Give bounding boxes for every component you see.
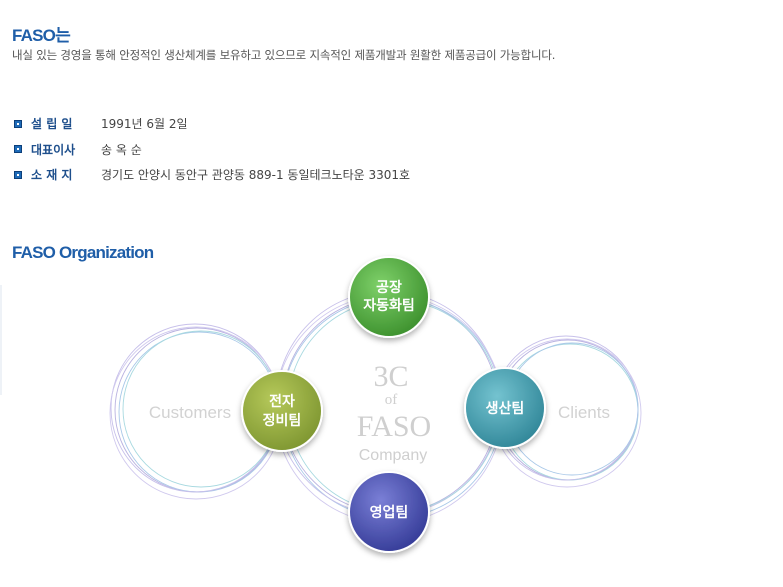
team-label: 공장: [376, 279, 402, 296]
bullet-icon: [14, 145, 22, 154]
info-row-founded: 설 립 일 1991년 6월 2일: [14, 111, 410, 137]
team-label: 영업팀: [370, 504, 409, 521]
info-row-address: 소 재 지 경기도 안양시 동안구 관양동 889-1 동일테크노타운 3301…: [14, 162, 410, 188]
info-label: 설 립 일: [31, 117, 73, 132]
page-title: FASO는: [12, 26, 71, 45]
team-label: 생산팀: [486, 400, 525, 417]
bullet-icon: [14, 119, 22, 128]
company-info: 설 립 일 1991년 6월 2일 대표이사 송 옥 순 소 재 지 경기도 안…: [14, 111, 410, 188]
center-faso: FASO: [357, 410, 431, 443]
team-label: 자동화팀: [363, 298, 415, 314]
info-value: 1991년 6월 2일: [101, 117, 188, 132]
team-electronic-maintenance: 전자 정비팀: [241, 370, 323, 452]
divider: [0, 285, 2, 395]
team-label: 전자: [269, 393, 295, 410]
bullet-icon: [14, 170, 22, 179]
clients-label: Clients: [558, 403, 610, 422]
team-production: 생산팀: [464, 367, 546, 449]
team-sales: 영업팀: [348, 471, 430, 553]
center-3c: 3C: [373, 360, 408, 393]
info-value: 경기도 안양시 동안구 관양동 889-1 동일테크노타운 3301호: [101, 168, 411, 183]
center-3c-text: 3C of FASO Company: [357, 360, 431, 464]
intro-text: 내실 있는 경영을 통해 안정적인 생산체계를 보유하고 있으므로 지속적인 제…: [12, 48, 556, 62]
info-label: 대표이사: [31, 142, 76, 157]
customers-label: Customers: [149, 403, 231, 422]
organization-title: FASO Organization: [12, 243, 154, 262]
center-company: Company: [359, 447, 427, 464]
info-label: 소 재 지: [31, 168, 73, 183]
info-value: 송 옥 순: [101, 142, 142, 157]
center-of: of: [385, 392, 398, 408]
info-row-ceo: 대표이사 송 옥 순: [14, 137, 410, 163]
team-factory-automation: 공장 자동화팀: [348, 256, 430, 338]
team-label: 정비팀: [263, 412, 302, 429]
